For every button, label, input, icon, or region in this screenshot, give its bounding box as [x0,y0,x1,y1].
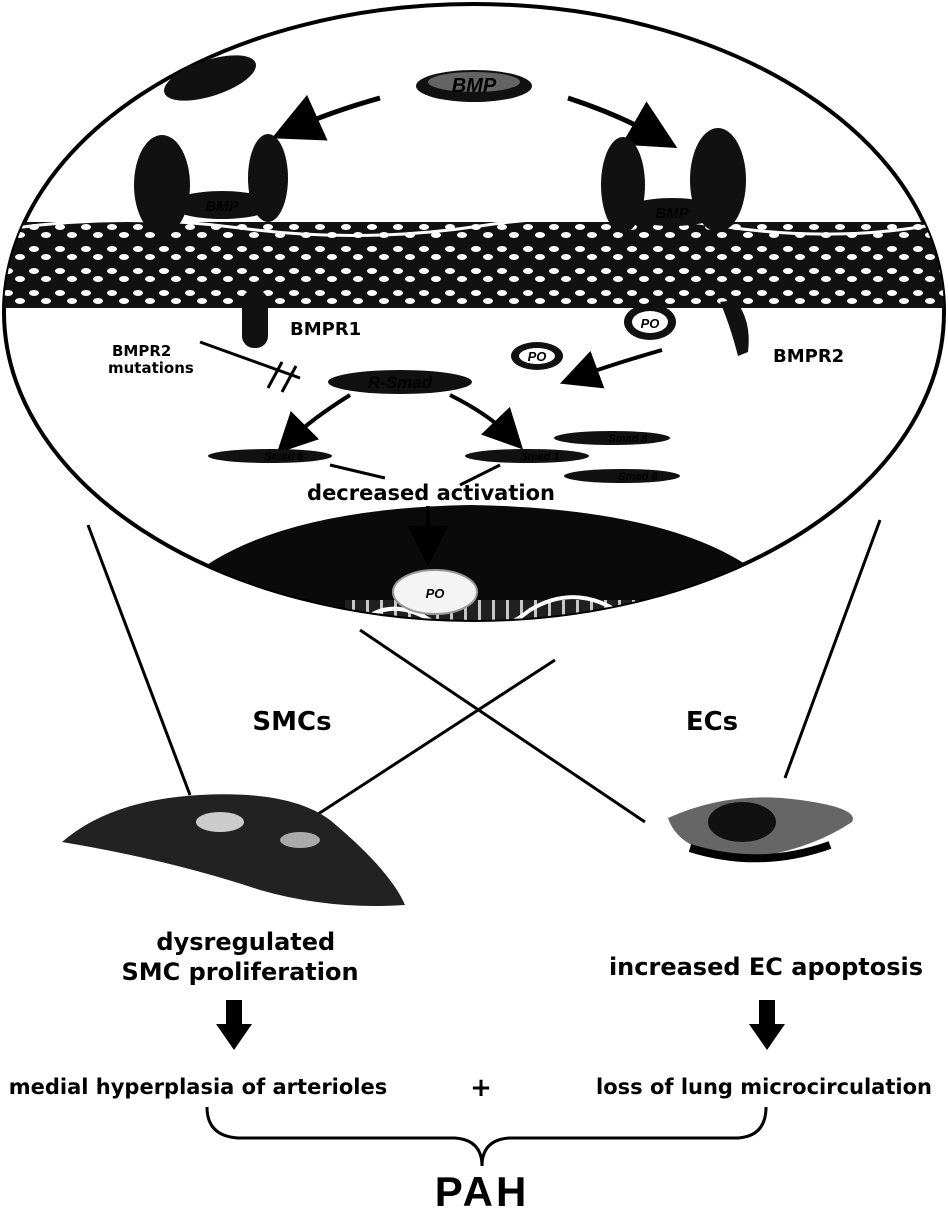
ec-cell-image [668,797,853,858]
plus-sign: + [470,1073,492,1103]
down-arrow-smc [216,1000,252,1050]
ec-effect-label: increased EC apoptosis [609,953,923,981]
smad-d: Smad 8 [564,469,680,483]
smad-a: Smad 8 [208,449,332,463]
ec-result-label: loss of lung microcirculation [596,1075,932,1099]
smc-cell-image [62,794,405,906]
svg-text:Smad 8: Smad 8 [618,471,658,483]
pah-conclusion-label: PAH [435,1168,530,1212]
smc-effect-label: dysregulated SMC proliferation [121,928,358,986]
po-label-left: PO [528,349,547,364]
down-arrow-ec [749,1000,785,1050]
bmpr1-label: BMPR1 [290,319,361,340]
bmp-ligand-free: BMP [416,70,532,102]
svg-text:Smad 8: Smad 8 [608,433,648,445]
ec-label: ECs [686,707,738,737]
smad-c: Smad 8 [554,431,670,445]
smc-label: SMCs [252,707,331,737]
smc-result-label: medial hyperplasia of arterioles [9,1075,388,1099]
line-circle-to-smc-left [88,525,190,795]
svg-text:Smad 1: Smad 1 [520,451,559,463]
po-label-nucleus: PO [426,586,445,601]
line-circle-to-smc-right [312,660,555,818]
line-circle-to-ec-right [785,520,880,778]
po-label-right: PO [641,316,660,331]
bmpr2-label: BMPR2 [773,346,844,367]
svg-text:Smad 8: Smad 8 [264,451,304,463]
bmp-label-top: BMP [452,75,497,97]
smad-b: Smad 1 [465,449,589,463]
r-smad-label: R-Smad [368,373,433,392]
decreased-activation-label: decreased activation [307,481,555,505]
bmp-label-left: BMP [205,198,239,215]
bmp-label-right: BMP [655,205,689,222]
line-circle-to-ec-left [360,630,645,822]
combining-brace [207,1107,766,1166]
